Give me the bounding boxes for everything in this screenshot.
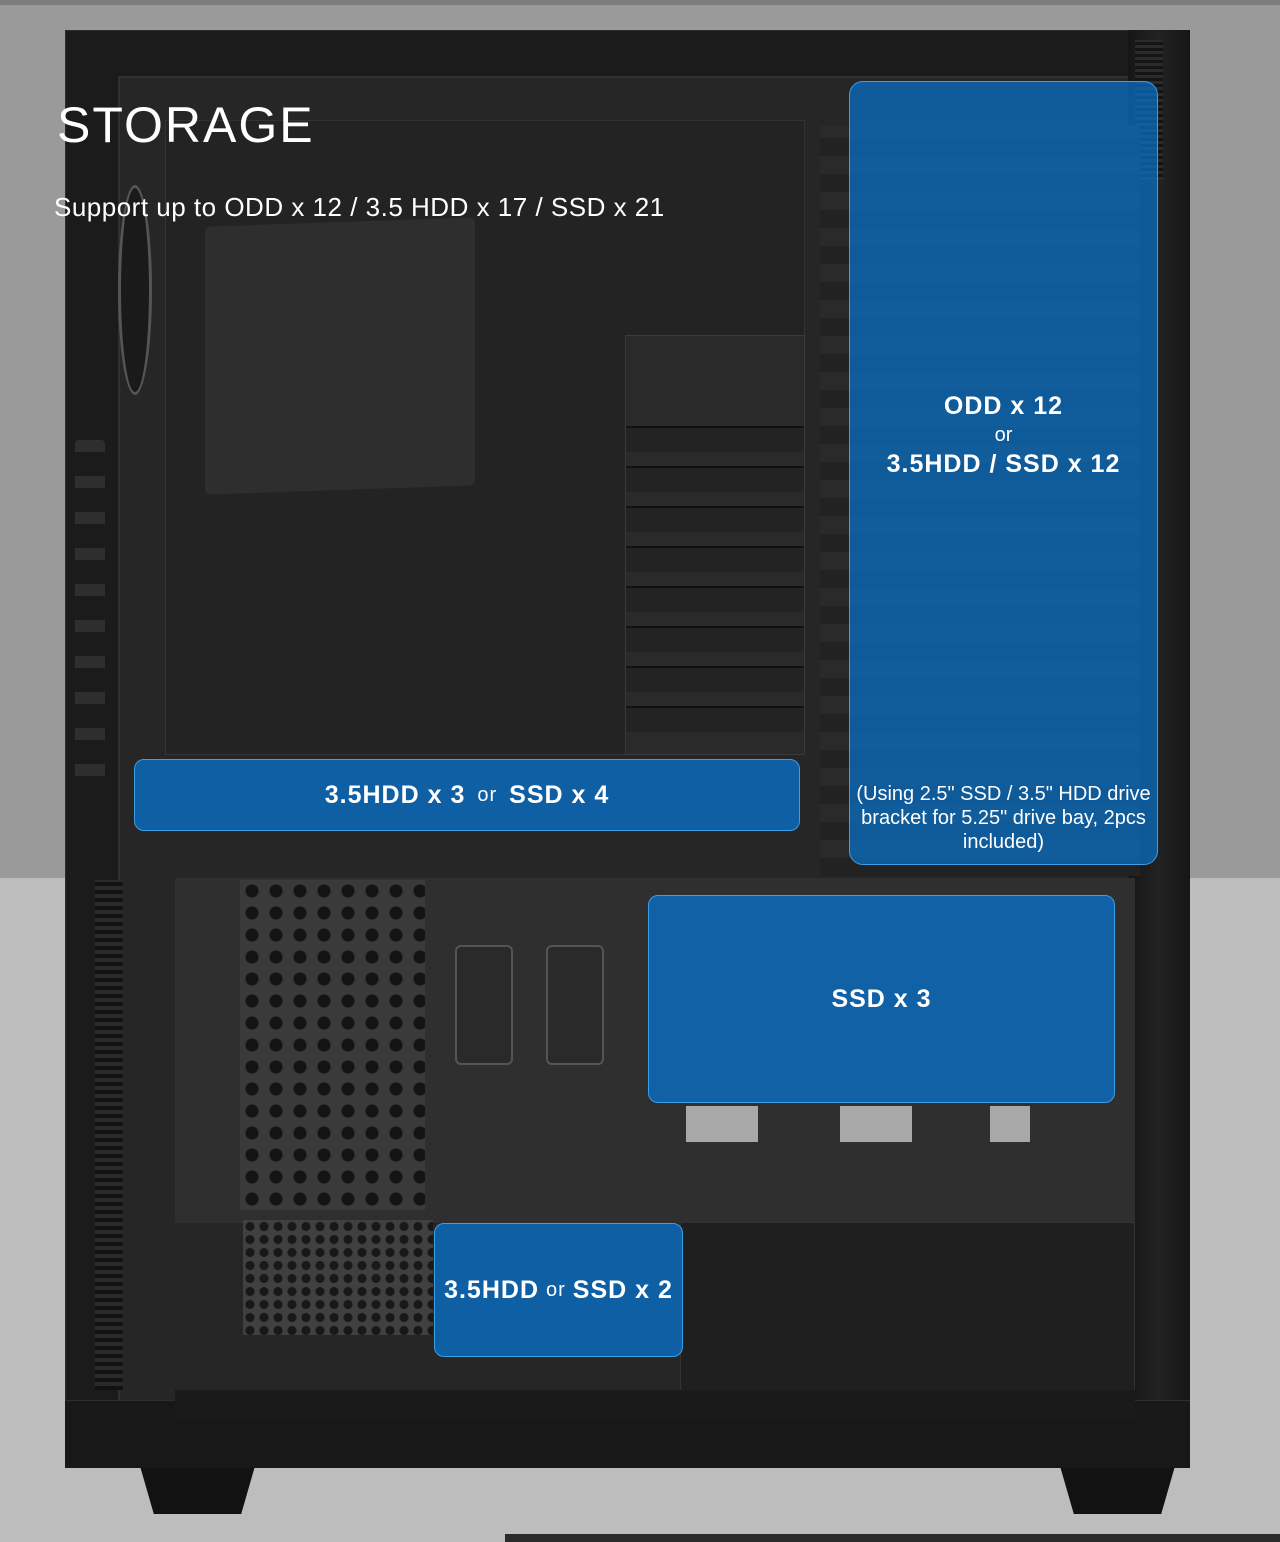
odd-bay-line2: or [994,424,1013,446]
honeycomb-mesh-lower [243,1220,433,1335]
bottom-cage-part1: 3.5HDD [444,1275,539,1304]
bottom-cage-highlight: 3.5HDD or SSD x 2 [434,1223,683,1357]
hdd-cage-rail [626,626,804,652]
case-foot-right [1060,1466,1175,1514]
background-top-edge [0,0,1280,5]
rear-expansion-slots [75,440,105,800]
hdd-cage-rail [626,706,804,732]
case-foot-left [140,1466,255,1514]
cable-tie-tab [990,1106,1030,1142]
hdd-cage-part1: 3.5HDD x 3 [324,780,466,809]
hdd-cage-rail [626,586,804,612]
cable-tie-tab [840,1106,912,1142]
hdd-cage-part3: SSD x 4 [509,780,610,809]
cable-tie-tab [686,1106,758,1142]
background-bottom-strip [505,1534,1280,1542]
hdd-cage [625,335,805,755]
cable-grommet [455,945,513,1065]
bottom-cage-or: or [546,1278,566,1301]
hdd-cage-rail [626,506,804,532]
cable-grommet [546,945,604,1065]
hdd-cage-highlight: 3.5HDD x 3 or SSD x 4 [134,759,800,831]
storage-summary: Support up to ODD x 12 / 3.5 HDD x 17 / … [54,192,665,222]
side-vent [95,880,123,1390]
odd-bay-note: (Using 2.5" SSD / 3.5" HDD drive bracket… [856,783,1151,853]
psu-bay [680,1222,1135,1417]
odd-bay-highlight: ODD x 12 or 3.5HDD / SSD x 12 (Using 2.5… [849,81,1158,865]
psu-floor [175,1390,1135,1418]
cpu-cutout [205,217,475,495]
ssd-tray-highlight: SSD x 3 [648,895,1115,1103]
honeycomb-mesh [240,880,425,1210]
hdd-cage-rail [626,426,804,452]
hdd-cage-rail [626,666,804,692]
bottom-cage-part3: SSD x 2 [572,1275,673,1304]
hdd-cage-or: or [477,783,498,806]
hdd-cage-rail [626,546,804,572]
rear-fan [118,185,152,395]
odd-bay-line3: 3.5HDD / SSD x 12 [886,450,1121,478]
hdd-cage-rail [626,466,804,492]
page-title: STORAGE [57,97,315,153]
ssd-tray-label: SSD x 3 [831,984,932,1013]
odd-bay-line1: ODD x 12 [943,392,1064,420]
